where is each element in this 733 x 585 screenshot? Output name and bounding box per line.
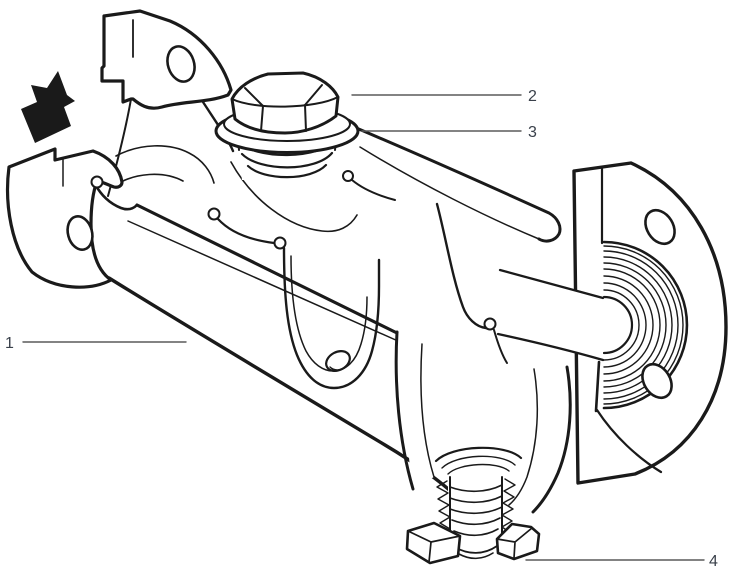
cut-edge-outer xyxy=(135,203,399,335)
plug-hex-foot-right xyxy=(495,522,541,561)
callout-3-label: 3 xyxy=(528,124,537,141)
cut-edge-inner xyxy=(127,220,399,342)
outlet-wall-outer-edge xyxy=(352,125,562,243)
plug-lower-thread xyxy=(454,545,498,554)
serrated-face-arcs xyxy=(602,240,689,410)
callout-4-label: 4 xyxy=(709,553,718,570)
break-curl xyxy=(90,175,104,189)
funnel-right-outer xyxy=(531,365,572,514)
funnel-right-inner xyxy=(508,368,539,506)
chamber-dome-line xyxy=(230,161,358,233)
body-top-wave xyxy=(93,182,139,211)
plug-hex-foot-left-edges xyxy=(407,530,461,563)
break-curl xyxy=(207,207,221,221)
channel-bottom-edge xyxy=(496,332,605,362)
drain-funnel xyxy=(394,330,572,514)
body-cut-edges xyxy=(93,182,463,503)
outlet-bore-channel xyxy=(498,270,603,360)
flange-bolt-hole-top xyxy=(644,208,676,246)
channel-top-edge xyxy=(498,268,605,300)
outlet-top-wall xyxy=(352,125,562,243)
inlet-flange xyxy=(5,9,235,289)
boss-right-line xyxy=(351,179,396,201)
flange-column-lower xyxy=(594,360,601,413)
flange-inner-bottom-curve xyxy=(595,408,663,474)
callout-1-label: 1 xyxy=(5,335,14,352)
break-curl xyxy=(483,317,497,331)
inlet-bore-arc xyxy=(115,145,215,184)
inlet-bolt-hole-top xyxy=(166,45,196,83)
funnel-left-outer xyxy=(394,330,415,491)
plug-thread-bands xyxy=(449,484,503,537)
inlet-flange-lower-lobe xyxy=(5,147,124,289)
plug-lower-thread xyxy=(458,552,494,560)
outlet-wall-inner-edge xyxy=(359,146,540,240)
female-thread-left xyxy=(436,480,451,536)
callout-2-label: 2 xyxy=(528,88,537,105)
chamber-right-wall xyxy=(435,202,488,330)
u-passage-outer xyxy=(282,246,381,390)
seat-arc xyxy=(447,463,510,475)
cap-assembly xyxy=(214,71,360,180)
body-bottom-outline xyxy=(107,276,463,503)
chamber-left-ledge xyxy=(216,217,276,245)
strainer-plug xyxy=(405,476,541,565)
break-curl xyxy=(342,170,354,182)
plug-hex-foot-right-edges xyxy=(496,527,533,559)
inlet-bore-arc xyxy=(113,173,184,187)
break-curl xyxy=(273,236,287,250)
seat-arc xyxy=(441,455,516,469)
inlet-bolt-hole-bottom xyxy=(66,214,94,252)
outlet-flange xyxy=(496,161,728,485)
flange-bolt-hole-bottom xyxy=(641,362,673,400)
funnel-left-inner xyxy=(420,343,435,478)
orifice-hole-lip xyxy=(329,365,347,371)
plug-hex-foot-left xyxy=(405,521,462,565)
callouts xyxy=(22,94,705,561)
seat-arc xyxy=(434,446,523,463)
chamber-right-wall-lower xyxy=(493,329,508,364)
female-thread-right xyxy=(501,478,516,534)
flow-direction-arrow-icon xyxy=(21,71,75,143)
internal-chamber xyxy=(207,161,508,390)
cap-hex-facets xyxy=(231,84,339,132)
